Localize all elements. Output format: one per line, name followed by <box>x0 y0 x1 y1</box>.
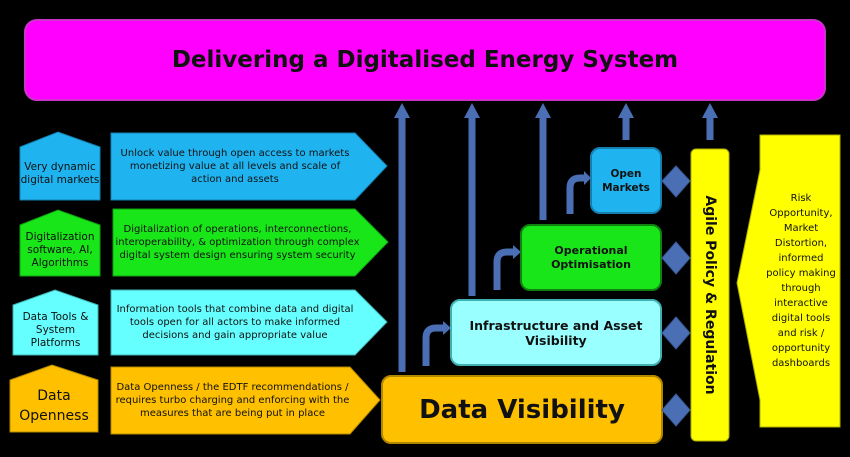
curved-arrow <box>493 248 514 290</box>
box-infrastructure <box>450 299 662 366</box>
box-operational <box>520 224 662 291</box>
layer-arrow <box>112 208 389 277</box>
policy-note-chevron <box>736 134 841 428</box>
layer-arrow <box>110 132 388 201</box>
layer-house <box>19 131 101 201</box>
layer-house <box>12 289 99 356</box>
diamond-connector <box>661 316 691 350</box>
operational-label: Operational Optimisation <box>551 243 631 271</box>
layer-description: Information tools that combine data and … <box>116 304 354 341</box>
curved-arrow <box>422 324 444 366</box>
layer-label: Data Openness <box>19 388 89 424</box>
open-markets-label: Open Markets <box>602 167 650 194</box>
diamond-connector <box>661 241 691 275</box>
layer-label: Digitalization software, AI, Algorithms <box>25 231 95 269</box>
layer-arrow <box>110 289 388 356</box>
infrastructure-label: Infrastructure and Asset Visibility <box>469 317 643 348</box>
data-visibility-label: Data Visibility <box>419 394 625 425</box>
layer-arrow <box>110 366 381 435</box>
policy-bar <box>690 148 730 442</box>
layer-description: Unlock value through open access to mark… <box>120 148 350 185</box>
layer-house <box>19 209 101 277</box>
layer-description: Data Openness / the EDTF recommendations… <box>115 382 350 419</box>
layer-label: Very dynamic digital markets <box>20 160 100 186</box>
up-arrows <box>398 118 714 372</box>
policy-note: Risk Opportunity, Market Distortion, inf… <box>766 193 836 369</box>
diamond-connector <box>661 165 691 198</box>
layer-label: Data Tools & System Platforms <box>22 310 89 349</box>
layer-description: Digitalization of operations, interconne… <box>115 224 360 261</box>
curved-arrow <box>566 174 585 214</box>
title-bar <box>24 19 826 101</box>
policy-bar-label: Agile Policy & Regulation <box>702 195 718 395</box>
layer-house <box>9 364 99 433</box>
box-open-markets <box>590 147 662 214</box>
page-title: Delivering a Digitalised Energy System <box>171 47 679 73</box>
diamond-connector <box>661 393 691 427</box>
arrow-heads <box>394 103 718 335</box>
